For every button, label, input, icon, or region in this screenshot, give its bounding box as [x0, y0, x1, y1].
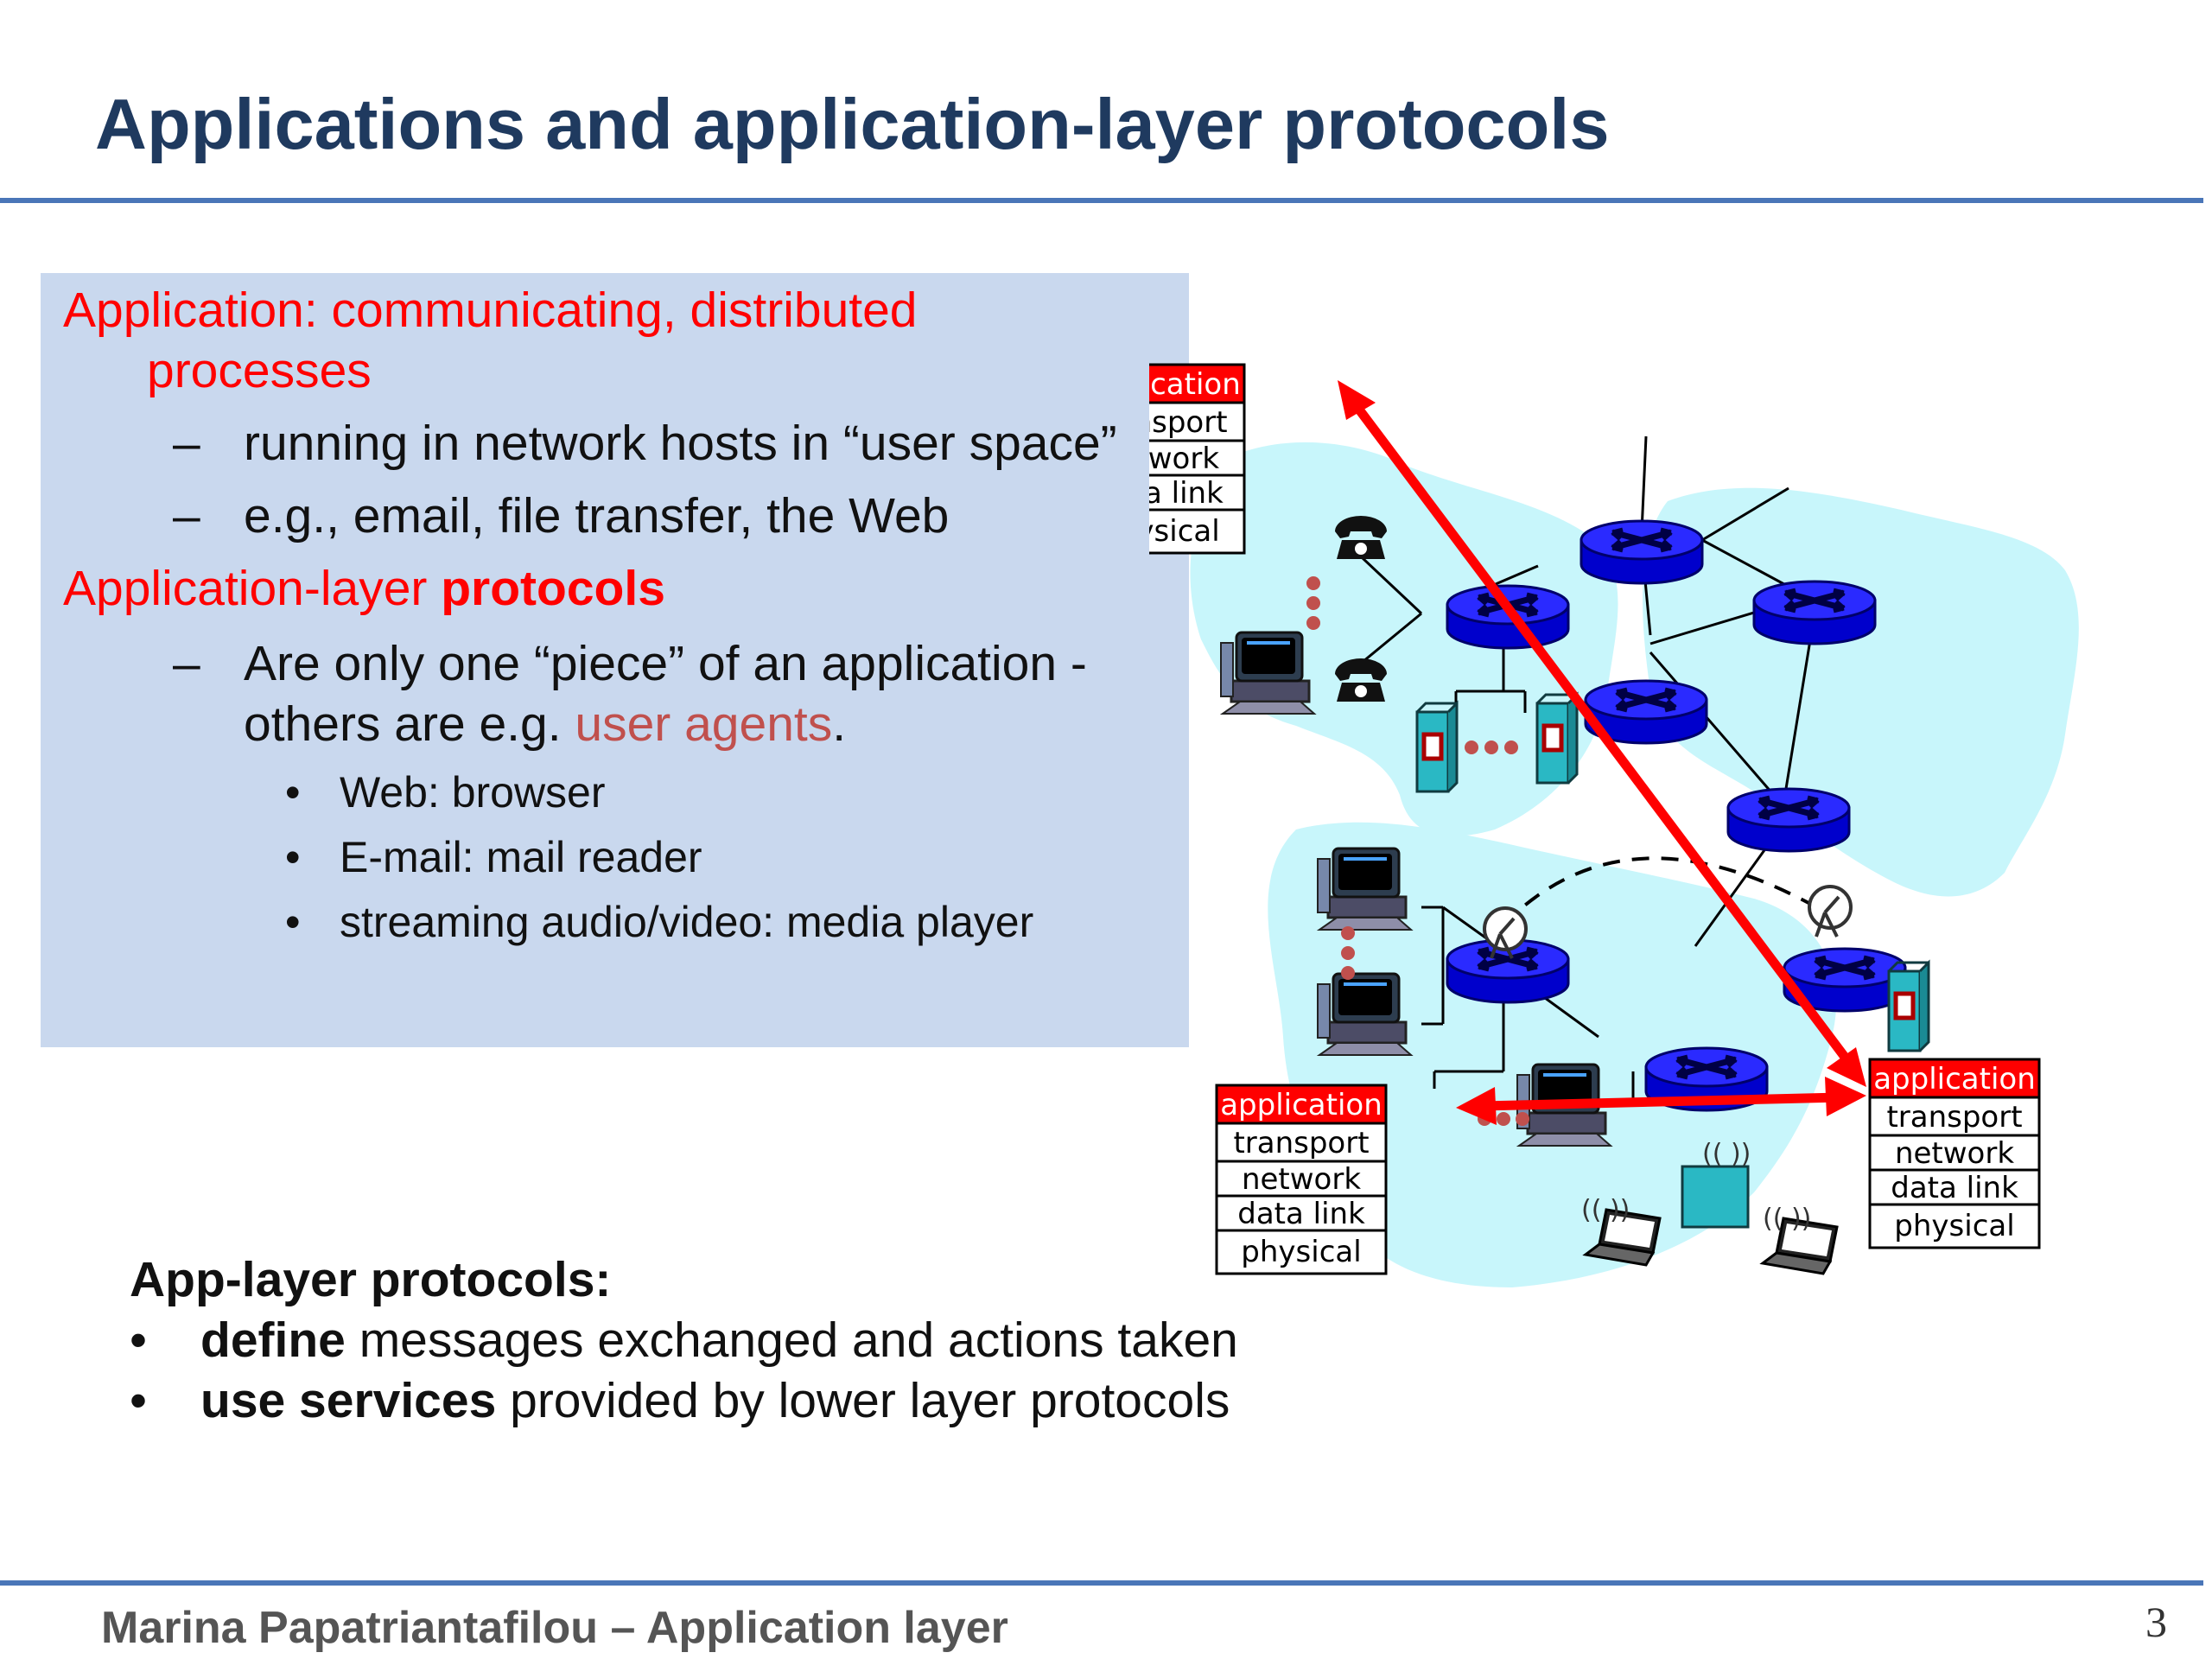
stack-transport-label: transport [1233, 1126, 1369, 1160]
bullet-marker: • [130, 1373, 147, 1428]
bullet-web-browser: Web: browser [340, 768, 606, 817]
footer-divider [0, 1580, 2203, 1586]
stack-application-label: application [1149, 367, 1241, 402]
summary-define-rest: messages exchanged and actions taken [345, 1313, 1238, 1368]
stack-network-label: network [1242, 1162, 1361, 1197]
stack-transport-label: transport [1886, 1100, 2022, 1135]
footer-author: Marina Papatriantafilou – Application la… [101, 1603, 1008, 1653]
stack-application-label: application [1220, 1088, 1382, 1122]
title-divider [0, 198, 2203, 203]
bullet-email-reader: E-mail: mail reader [340, 833, 702, 881]
content-box [41, 273, 1189, 1047]
protocol-stack-server: application transport network data link … [1868, 1058, 2041, 1249]
stack-network-label: network [1149, 442, 1219, 476]
stack-datalink-label: data link [1237, 1197, 1365, 1231]
dash-marker: – [173, 416, 200, 471]
user-agents-suffix: . [832, 696, 847, 752]
protocol-stack-sender: application transport network data link … [1149, 363, 1246, 555]
stack-physical-label: physical [1894, 1209, 2014, 1243]
dash-marker: – [173, 488, 200, 543]
content-line-2-prefix: Application-layer [63, 561, 442, 616]
page-number: 3 [2145, 1598, 2167, 1646]
bullet-marker: • [285, 833, 301, 881]
bullet-marker: • [285, 768, 301, 817]
slide-title: Applications and application-layer proto… [95, 84, 1610, 164]
user-agents-prefix: others are e.g. [244, 696, 575, 752]
stack-datalink-label: data link [1891, 1171, 2018, 1205]
summary-services-bold: use services [200, 1373, 497, 1428]
sub-item-user-space: running in network hosts in “user space” [244, 416, 1117, 471]
svg-text:(( )): (( )) [1702, 1139, 1751, 1169]
summary-services-rest: provided by lower layer protocols [496, 1373, 1230, 1428]
stack-network-label: network [1895, 1136, 2014, 1171]
content-line-2: Application-layer protocols [63, 560, 665, 617]
stack-datalink-label: data link [1149, 476, 1224, 511]
network-diagram: (( )) (( )) (( )) application transport … [1149, 363, 2079, 1287]
content-line-2-bold: protocols [441, 561, 665, 616]
stack-physical-label: physical [1241, 1235, 1361, 1269]
bullet-marker: • [130, 1313, 147, 1368]
sub-item-piece: Are only one “piece” of an application - [244, 636, 1087, 691]
dash-marker: – [173, 636, 200, 691]
stack-application-label: application [1873, 1062, 2036, 1096]
svg-text:(( )): (( )) [1763, 1204, 1811, 1234]
user-agents-highlight: user agents [575, 696, 833, 752]
content-line-1b: processes [147, 343, 372, 398]
bullet-media-player: streaming audio/video: media player [340, 898, 1034, 946]
sub-item-user-agents: others are e.g. user agents. [244, 696, 846, 753]
stack-physical-label: physical [1149, 514, 1220, 549]
stack-transport-label: transport [1149, 405, 1228, 440]
summary-define-bold: define [200, 1313, 346, 1368]
summary-heading: App-layer protocols: [130, 1252, 612, 1307]
bullet-marker: • [285, 898, 301, 946]
protocol-stack-client: application transport network data link … [1215, 1084, 1388, 1275]
summary-item-define: define messages exchanged and actions ta… [200, 1312, 1238, 1369]
sub-item-examples: e.g., email, file transfer, the Web [244, 488, 950, 543]
summary-item-services: use services provided by lower layer pro… [200, 1372, 1230, 1429]
content-line-1: Application: communicating, distributed [63, 283, 918, 338]
svg-text:(( )): (( )) [1581, 1195, 1630, 1225]
